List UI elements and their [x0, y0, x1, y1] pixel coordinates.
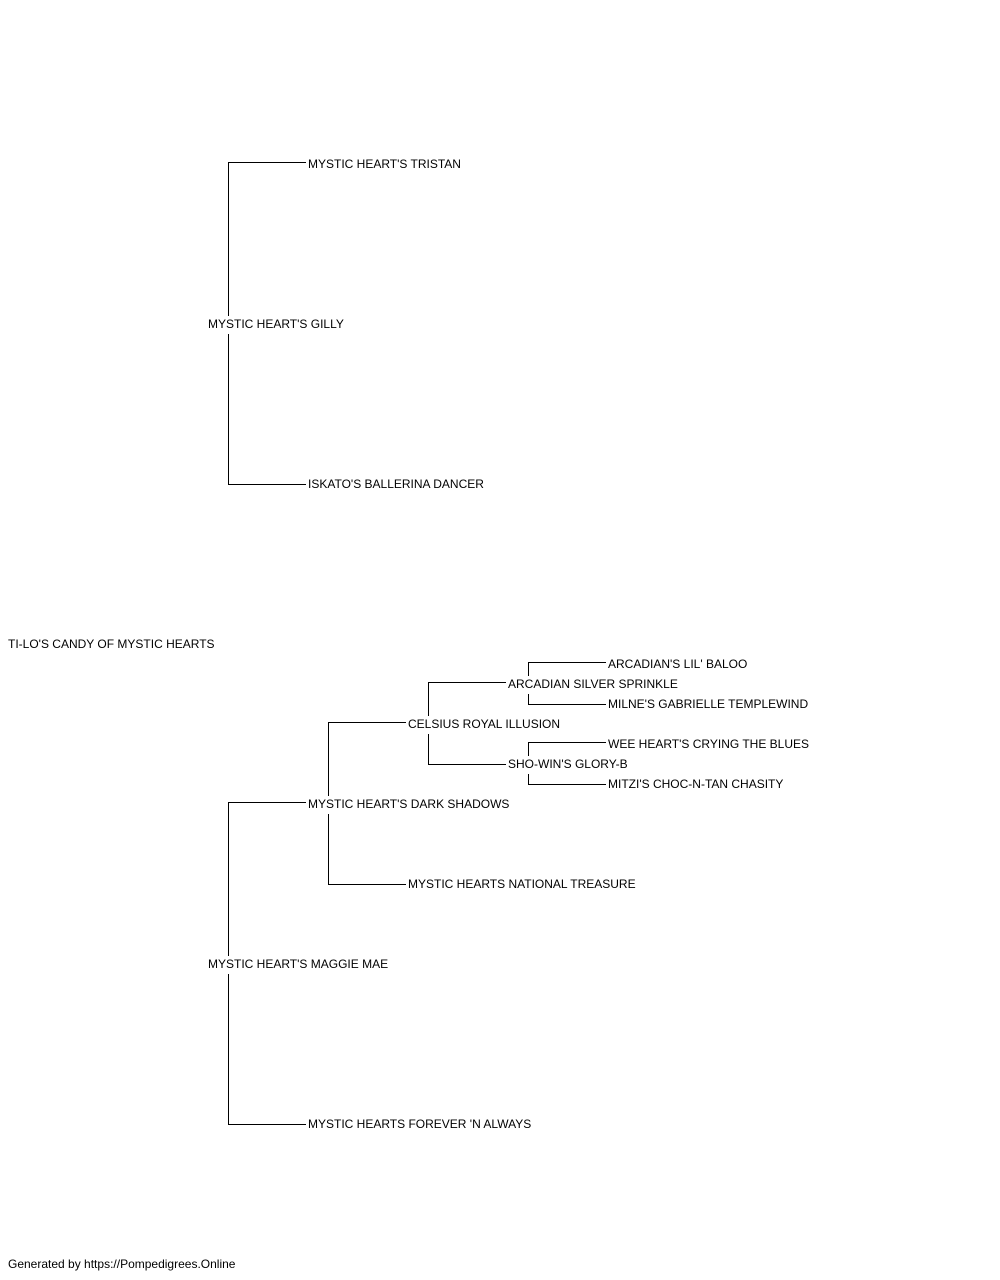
- dam-dam-name: MYSTIC HEARTS FOREVER 'N ALWAYS: [308, 1117, 532, 1131]
- dam-name: MYSTIC HEART'S MAGGIE MAE: [208, 957, 389, 971]
- dam-sire-sire-sire-dam-name: MILNE'S GABRIELLE TEMPLEWIND: [608, 697, 809, 711]
- dam-sire-sire-sire-name: ARCADIAN SILVER SPRINKLE: [508, 677, 678, 691]
- sire-name: MYSTIC HEART'S GILLY: [208, 317, 344, 331]
- sire-sire-name: MYSTIC HEART'S TRISTAN: [308, 157, 461, 171]
- sire-dam-name: ISKATO'S BALLERINA DANCER: [308, 477, 484, 491]
- dam-sire-sire-name: CELSIUS ROYAL ILLUSION: [408, 717, 561, 731]
- dam-sire-dam-name: MYSTIC HEARTS NATIONAL TREASURE: [408, 877, 636, 891]
- dam-sire-sire-dam-sire-name: WEE HEART'S CRYING THE BLUES: [608, 737, 810, 751]
- subject-name: TI-LO'S CANDY OF MYSTIC HEARTS: [8, 637, 215, 651]
- dam-sire-sire-sire-sire-name: ARCADIAN'S LIL' BALOO: [608, 657, 748, 671]
- dam-sire-sire-dam-name: SHO-WIN'S GLORY-B: [508, 757, 628, 771]
- dam-sire-sire-dam-dam-name: MITZI'S CHOC-N-TAN CHASITY: [608, 777, 784, 791]
- dam-sire-name: MYSTIC HEART'S DARK SHADOWS: [308, 797, 510, 811]
- generated-by-footer: Generated by https://Pompedigrees.Online: [8, 1257, 236, 1271]
